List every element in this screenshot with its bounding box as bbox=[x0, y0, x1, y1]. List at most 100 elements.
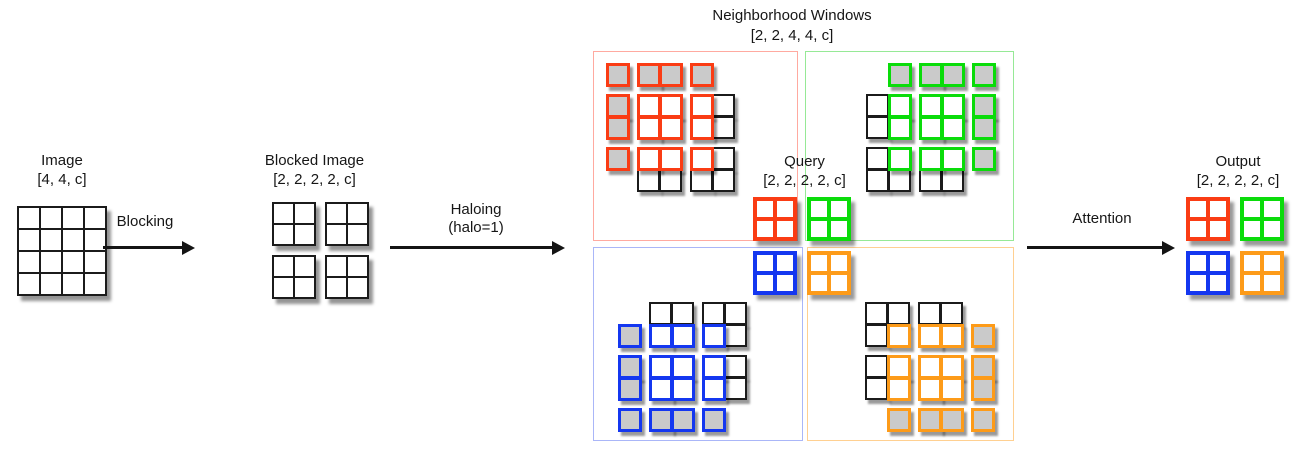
window-cell bbox=[637, 116, 661, 140]
block-cell bbox=[712, 147, 735, 170]
neighborhood-window-bottom-left bbox=[618, 302, 748, 432]
attention-arrow bbox=[1027, 240, 1175, 255]
image-cell bbox=[62, 251, 84, 273]
window-cell bbox=[940, 324, 964, 348]
haloing-arrow bbox=[390, 240, 565, 255]
image-cell bbox=[273, 203, 294, 224]
block-cell bbox=[775, 199, 795, 219]
block-cell bbox=[866, 116, 889, 139]
window-cell bbox=[940, 377, 964, 401]
window-cell bbox=[637, 94, 661, 118]
window-cell bbox=[919, 147, 943, 171]
window-cell bbox=[941, 116, 965, 140]
image-grid bbox=[17, 206, 107, 296]
block-cell bbox=[887, 302, 910, 325]
block-cell bbox=[724, 377, 747, 400]
halo-cell bbox=[971, 377, 995, 401]
block-cell bbox=[1208, 219, 1228, 239]
block-cell bbox=[1208, 273, 1228, 293]
halo-cell bbox=[887, 408, 911, 432]
block-cell bbox=[809, 273, 829, 293]
block-cell bbox=[1262, 253, 1282, 273]
window-cell bbox=[702, 355, 726, 379]
blocking-arrow-label: Blocking bbox=[116, 213, 174, 230]
block-cell bbox=[755, 219, 775, 239]
image-cell bbox=[18, 229, 40, 251]
image-title: Image bbox=[41, 152, 83, 169]
image-cell bbox=[347, 203, 368, 224]
neighborhood-windows-shape: [2, 2, 4, 4, c] bbox=[750, 27, 834, 44]
image-cell bbox=[273, 277, 294, 298]
halo-cell bbox=[972, 147, 996, 171]
halo-cell bbox=[972, 116, 996, 140]
image-cell bbox=[273, 224, 294, 245]
window-cell bbox=[941, 147, 965, 171]
block-cell bbox=[712, 94, 735, 117]
image-shape: [4, 4, c] bbox=[37, 171, 87, 188]
blocked-image-block bbox=[272, 255, 316, 299]
image-cell bbox=[40, 207, 62, 229]
image-cell bbox=[84, 207, 106, 229]
window-cell bbox=[671, 355, 695, 379]
output-shape: [2, 2, 2, 2, c] bbox=[1196, 172, 1280, 189]
image-cell bbox=[326, 203, 347, 224]
block-cell bbox=[1188, 273, 1208, 293]
image-cell bbox=[326, 224, 347, 245]
window-cell bbox=[649, 377, 673, 401]
block-cell bbox=[724, 302, 747, 325]
blocked-image-block bbox=[325, 255, 369, 299]
halo-cell bbox=[941, 63, 965, 87]
image-cell bbox=[40, 229, 62, 251]
halo-cell bbox=[637, 63, 661, 87]
blocked-image-block bbox=[272, 202, 316, 246]
window-cell bbox=[637, 147, 661, 171]
window-cell bbox=[918, 324, 942, 348]
window-cell bbox=[671, 377, 695, 401]
block-cell bbox=[649, 302, 672, 325]
blocking-arrow bbox=[103, 240, 195, 255]
attention-arrow-label: Attention bbox=[1072, 210, 1132, 227]
window-cell bbox=[941, 94, 965, 118]
image-cell bbox=[18, 273, 40, 295]
output-block-red bbox=[1186, 197, 1230, 241]
block-cell bbox=[1188, 253, 1208, 273]
blocked-image-shape: [2, 2, 2, 2, c] bbox=[273, 171, 356, 188]
block-cell bbox=[755, 273, 775, 293]
block-cell bbox=[866, 169, 889, 192]
image-cell bbox=[294, 256, 315, 277]
block-cell bbox=[1208, 199, 1228, 219]
window-cell bbox=[918, 377, 942, 401]
image-cell bbox=[347, 224, 368, 245]
query-block-green bbox=[807, 197, 851, 241]
block-cell bbox=[1242, 219, 1262, 239]
window-cell bbox=[690, 116, 714, 140]
output-block-green bbox=[1240, 197, 1284, 241]
image-cell bbox=[84, 273, 106, 295]
neighborhood-window-bottom-right bbox=[865, 302, 995, 432]
image-cell bbox=[84, 251, 106, 273]
block-cell bbox=[712, 116, 735, 139]
block-cell bbox=[829, 219, 849, 239]
query-block-blue bbox=[753, 251, 797, 295]
image-cell bbox=[273, 256, 294, 277]
block-cell bbox=[1262, 199, 1282, 219]
halo-cell bbox=[618, 408, 642, 432]
block-cell bbox=[1242, 253, 1262, 273]
halo-cell bbox=[618, 377, 642, 401]
halo-cell bbox=[649, 408, 673, 432]
window-cell bbox=[659, 147, 683, 171]
window-region-bottom-left bbox=[593, 247, 803, 441]
output-title: Output bbox=[1215, 153, 1261, 170]
block-cell bbox=[941, 169, 964, 192]
blocked-image-block bbox=[325, 202, 369, 246]
block-cell bbox=[829, 253, 849, 273]
halo-cell bbox=[671, 408, 695, 432]
image-cell bbox=[294, 224, 315, 245]
window-cell bbox=[888, 116, 912, 140]
window-cell bbox=[887, 355, 911, 379]
halo-cell bbox=[940, 408, 964, 432]
block-cell bbox=[809, 253, 829, 273]
haloing-label-line1: Haloing bbox=[450, 201, 502, 218]
block-cell bbox=[724, 355, 747, 378]
